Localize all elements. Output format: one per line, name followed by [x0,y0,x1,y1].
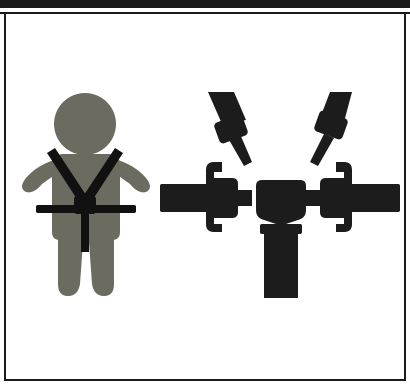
center-buckle [256,180,306,298]
five-point-harness-buckles-icon [160,92,400,298]
child-silhouette-with-harness-icon [22,93,150,296]
right-waist-strap [306,162,400,232]
left-shoulder-strap [208,92,252,166]
right-shoulder-strap [310,92,352,166]
left-waist-strap [160,162,252,232]
